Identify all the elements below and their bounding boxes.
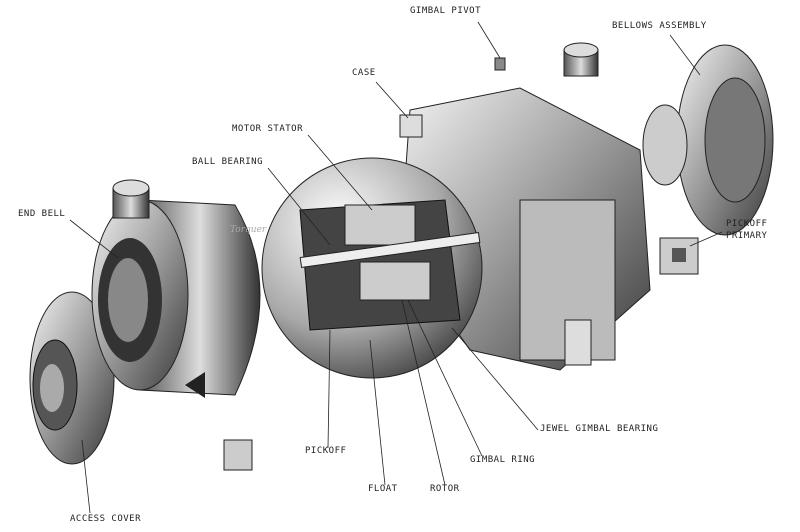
label-pickoff-primary-line2: PRIMARY [726,231,768,241]
label-end-bell: END BELL [18,209,66,219]
label-pickoff: PICKOFF [305,446,347,456]
label-ball-bearing: BALL BEARING [192,157,264,167]
label-bellows-assembly: BELLOWS ASSEMBLY [612,21,707,31]
label-float: FLOAT [368,484,398,494]
handwritten-annotation-torquer: Torquer [230,225,267,235]
label-pickoff-primary-line1: PICKOFF [726,219,768,229]
float [261,157,483,379]
pickoff-primary [659,237,699,275]
pickoff-part [223,439,253,471]
rotor [359,261,431,301]
label-jewel-gimbal-bearing: JEWEL GIMBAL BEARING [540,424,659,434]
leader-lines [69,21,723,514]
case-cap [563,42,599,77]
label-access-cover: ACCESS COVER [70,514,142,524]
label-gimbal-ring: GIMBAL RING [470,455,536,465]
label-motor-stator: MOTOR STATOR [232,124,304,134]
label-case: CASE [352,68,376,78]
end-bell [91,199,261,398]
label-gimbal-pivot: GIMBAL PIVOT [410,6,482,16]
label-rotor: ROTOR [430,484,460,494]
motor-stator [344,204,416,246]
access-cover [29,291,115,465]
end-bell-cap [112,179,150,219]
gimbal-pivot [494,57,506,71]
bellows-assembly [642,44,774,236]
